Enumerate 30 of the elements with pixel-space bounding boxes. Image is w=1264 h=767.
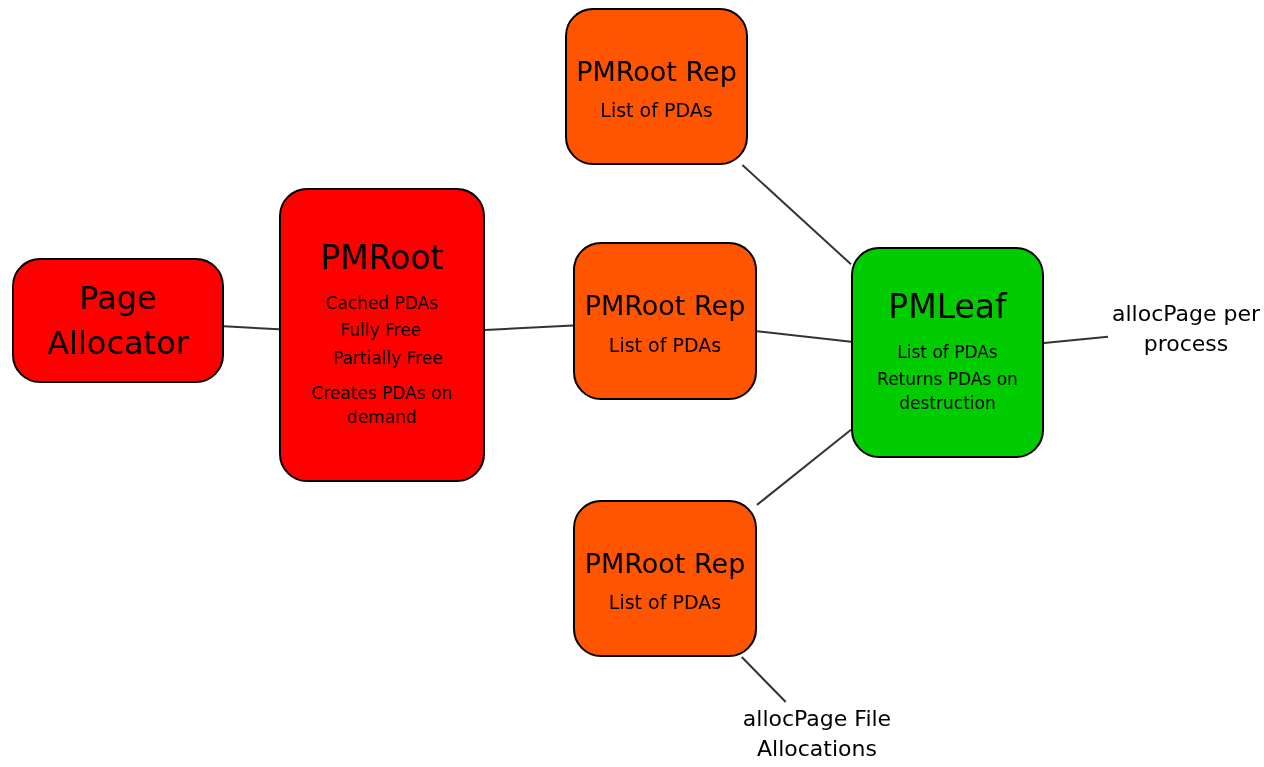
node-text: Cached PDAs xyxy=(324,292,440,315)
connector-line xyxy=(484,324,574,331)
node-text: List of PDAs xyxy=(600,98,713,124)
connector-line xyxy=(1043,335,1109,344)
node-text: Creates PDAs on demand xyxy=(310,382,454,429)
node-title: Page Allocator xyxy=(46,277,190,364)
connector-line xyxy=(756,330,852,343)
node-text: Returns PDAs on destruction xyxy=(876,368,1019,415)
process-box xyxy=(573,500,757,657)
node-title: PMLeaf xyxy=(888,286,1007,328)
node-title: allocPage per process xyxy=(1110,300,1262,358)
node-title: PMRoot xyxy=(320,237,444,280)
node-text: List of PDAs xyxy=(608,332,722,358)
process-box xyxy=(565,8,748,165)
process-box xyxy=(279,188,485,482)
node-text: List of PDAs xyxy=(608,590,722,616)
node-title: allocPage File Allocations xyxy=(741,705,893,763)
connector-line xyxy=(740,656,787,703)
process-box xyxy=(573,242,757,400)
process-box xyxy=(851,247,1044,458)
connector-line xyxy=(756,428,852,506)
connector-line xyxy=(223,325,280,331)
process-box xyxy=(12,258,224,383)
connector-line xyxy=(741,164,852,266)
node-title: PMRoot Rep xyxy=(583,546,747,581)
node-title: PMRoot Rep xyxy=(583,289,747,324)
node-text: Fully Free xyxy=(339,319,423,343)
node-title: PMRoot Rep xyxy=(575,54,738,89)
node-text: Partially Free xyxy=(332,346,444,370)
node-text: List of PDAs xyxy=(896,340,999,364)
